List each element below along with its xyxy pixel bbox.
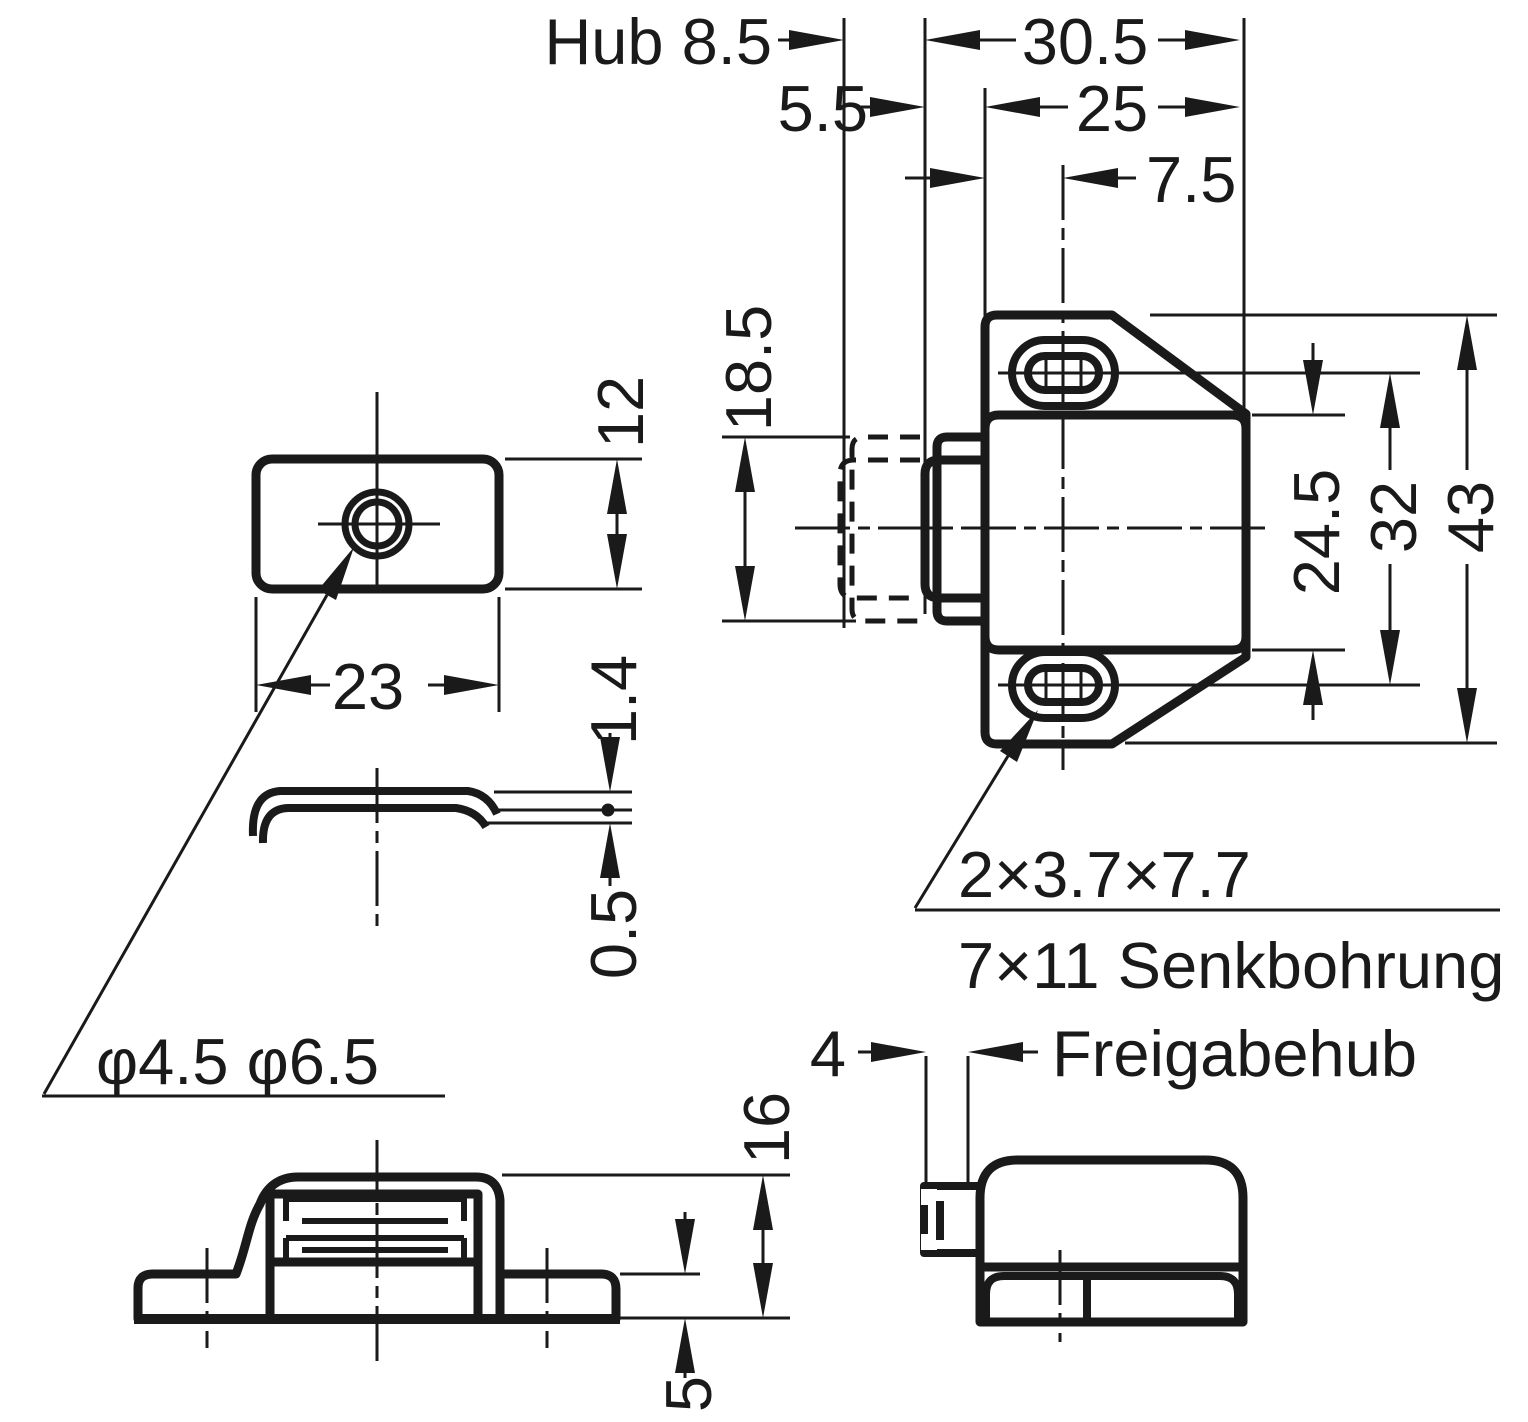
- release-plunger-notch-bottom: [921, 1234, 937, 1250]
- dimension-dot: [601, 803, 615, 817]
- strike-plate-hole-inner: [351, 498, 403, 550]
- top-slot-counterbore: [1008, 336, 1119, 410]
- release-plunger: [920, 1182, 980, 1257]
- latch-side-inner-box: [265, 1189, 483, 1324]
- dim-body-height: 24.5: [1280, 469, 1353, 596]
- dim-base-height: 16: [730, 1092, 803, 1164]
- bottom-slot-hole: [1024, 664, 1103, 706]
- dim-hub-stroke: Hub 8.5: [544, 5, 772, 78]
- strike-plate-top-view: [251, 454, 504, 594]
- top-slot-hole: [1024, 352, 1103, 394]
- latch-release-side-view: [920, 1155, 1248, 1327]
- dim-plate-width: 23: [332, 650, 404, 723]
- latch-front-view: [837, 310, 1251, 749]
- strike-plate-outline: [251, 454, 504, 594]
- dim-slot-offset: 7.5: [1146, 143, 1236, 216]
- dim-hole-pitch: 32: [1357, 481, 1430, 553]
- magnet-upper-plate: [283, 1196, 467, 1224]
- strike-plate-side-view: [248, 787, 501, 844]
- dim-overall-height: 43: [1434, 481, 1507, 553]
- plunger-extended-phantom: [837, 434, 920, 624]
- note-counterbore: 7×11 Senkbohrung: [958, 929, 1504, 1002]
- dim-plate-depth: 12: [584, 376, 657, 448]
- release-body-band: [982, 1272, 1242, 1322]
- dim-plate-curl: 0.5: [577, 889, 650, 979]
- latch-front-body-box: [980, 410, 1251, 655]
- extension-lines: [254, 18, 1497, 1320]
- dimension-shafts: [42, 38, 1500, 1378]
- latch-side-view: [133, 1172, 621, 1324]
- dim-release-stroke: 4: [810, 1017, 846, 1090]
- latch-side-outline: [133, 1172, 505, 1324]
- plunger-head: [920, 455, 990, 603]
- release-body-outline: [975, 1155, 1248, 1327]
- note-hole-diameters: φ4.5 φ6.5: [96, 1025, 379, 1098]
- dim-overall-width: 30.5: [1022, 5, 1149, 78]
- dimension-arrowheads: [256, 30, 1477, 1373]
- release-plunger-notch-top: [921, 1189, 937, 1205]
- latch-side-right-flange: [495, 1269, 621, 1324]
- note-slot-size: 2×3.7×7.7: [958, 838, 1251, 911]
- dim-plunger-gap: 5.5: [778, 72, 868, 145]
- strike-plate-side-top-surface: [248, 787, 501, 837]
- bottom-slot-counterbore: [1008, 648, 1119, 722]
- magnet-lower-plate: [283, 1235, 467, 1262]
- strike-plate-side-bottom-surface: [258, 804, 490, 844]
- plunger-collar: [932, 432, 990, 626]
- dim-flange-width: 25: [1076, 72, 1148, 145]
- dim-plunger-height: 18.5: [712, 305, 785, 432]
- label-release-stroke: Freigabehub: [1052, 1017, 1417, 1090]
- dim-flange-height: 5: [652, 1376, 725, 1412]
- dim-plate-thickness: 1.4: [577, 655, 650, 745]
- dimension-labels: Hub 8.5 30.5 5.5 25 7.5 18.5 24.5 32 43 …: [96, 5, 1507, 1412]
- strike-plate-hole-outer: [341, 488, 413, 560]
- latch-front-silhouette: [980, 310, 1251, 749]
